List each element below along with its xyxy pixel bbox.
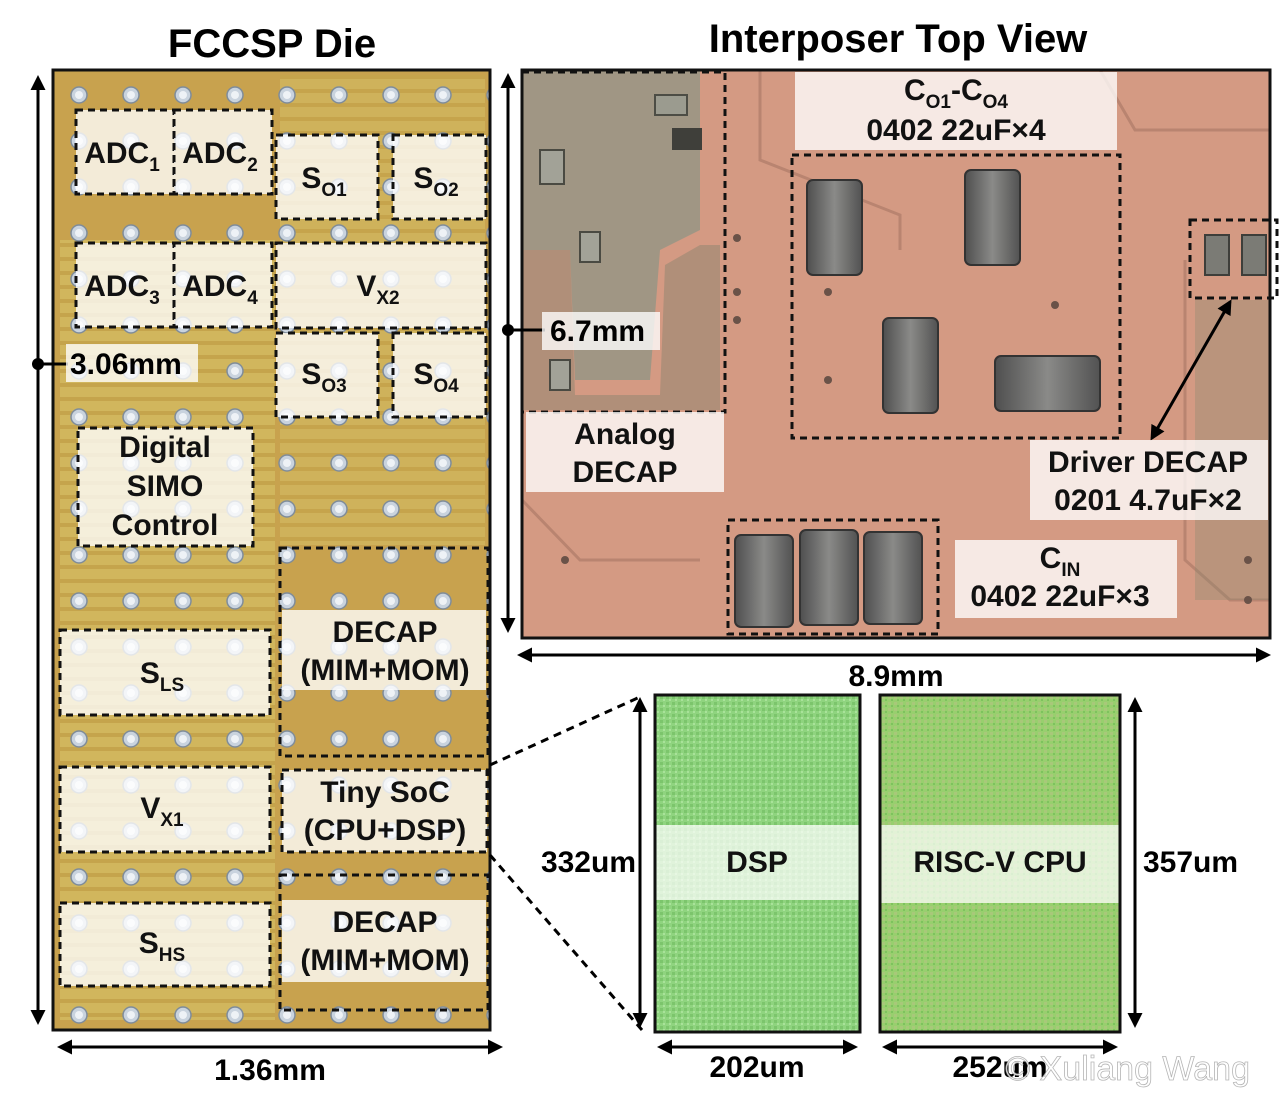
svg-text:VX2: VX2: [356, 270, 399, 309]
zoom-line-top: [489, 694, 643, 767]
driver-decap-region: [1188, 218, 1279, 300]
block-vx2: VX2: [274, 241, 488, 330]
adc2-label: ADC: [182, 137, 247, 170]
analog-line-1: Analog: [574, 418, 676, 451]
co-capacitor-region: [790, 153, 1122, 440]
svg-text:ADC2: ADC2: [182, 137, 258, 176]
svg-text:SO2: SO2: [413, 162, 458, 201]
block-so3: SO3: [274, 331, 380, 419]
adc1-label: ADC: [84, 137, 149, 170]
svg-text:SO3: SO3: [301, 358, 346, 397]
simo-line-2: SIMO: [127, 470, 204, 503]
block-adc4: ADC4: [172, 241, 274, 329]
svg-text:SHS: SHS: [139, 927, 185, 966]
vx1-label: V: [140, 792, 160, 825]
cpu-die: RISC-V CPU: [878, 693, 1122, 1034]
dsp-die: DSP: [653, 693, 862, 1034]
interposer-title: Interposer Top View: [709, 17, 1088, 61]
zoom-line-bottom: [488, 854, 644, 1031]
svg-text:SLS: SLS: [140, 657, 184, 696]
cin-label-line-1: CIN: [1040, 542, 1081, 581]
svg-text:ADC1: ADC1: [84, 137, 160, 176]
driver-line-1: Driver DECAP: [1048, 446, 1248, 479]
svg-text:ADC4: ADC4: [182, 270, 258, 309]
so2-label: S: [413, 162, 433, 195]
soc-line-1: Tiny SoC: [320, 776, 449, 809]
analog-line-2: DECAP: [572, 456, 677, 489]
cin-capacitor-region: [726, 518, 940, 636]
block-tiny-soc: Tiny SoC (CPU+DSP): [280, 768, 489, 854]
block-shs: SHS: [58, 901, 272, 988]
driver-decap-arrow: [1150, 299, 1232, 441]
block-vx1: VX1: [58, 765, 272, 854]
svg-text:SO1: SO1: [301, 162, 347, 201]
vx2-label: V: [356, 270, 376, 303]
block-decap-2: DECAP (MIM+MOM): [278, 873, 490, 1012]
analog-decap-region: [520, 70, 727, 414]
driver-line-2: 0201 4.7uF×2: [1054, 484, 1242, 517]
adc3-label: ADC: [84, 270, 149, 303]
block-so2: SO2: [391, 133, 488, 221]
adc4-label: ADC: [182, 270, 247, 303]
so3-label: S: [301, 358, 321, 391]
svg-text:SO4: SO4: [413, 358, 459, 397]
co-label-line-1: CO1-CO4: [904, 74, 1008, 113]
block-adc3: ADC3: [74, 241, 176, 329]
svg-text:VX1: VX1: [140, 792, 184, 831]
cpu-label: RISC-V CPU: [913, 846, 1086, 879]
sls-label: S: [140, 657, 160, 690]
die-height-label: 3.06mm: [70, 348, 182, 381]
decap1-line-2: (MIM+MOM): [300, 654, 469, 687]
block-decap-1: DECAP (MIM+MOM): [278, 546, 490, 758]
dsp-width-label: 202um: [709, 1051, 804, 1084]
die-width-label: 1.36mm: [214, 1054, 326, 1087]
block-sls: SLS: [58, 628, 272, 717]
die-title: FCCSP Die: [168, 22, 376, 66]
decap1-line-1: DECAP: [332, 616, 437, 649]
block-adc2: ADC2: [172, 108, 274, 196]
so1-label: S: [301, 162, 321, 195]
simo-line-1: Digital: [119, 431, 211, 464]
co-label-line-2: 0402 22uF×4: [866, 114, 1046, 147]
so4-label: S: [413, 358, 433, 391]
block-adc1: ADC1: [74, 108, 176, 196]
decap2-line-2: (MIM+MOM): [300, 944, 469, 977]
shs-label: S: [139, 927, 159, 960]
cin-label-line-2: 0402 22uF×3: [970, 580, 1149, 613]
cpu-height-label: 357um: [1143, 846, 1238, 879]
interposer-photo: [520, 68, 1272, 640]
block-so1: SO1: [274, 133, 380, 221]
dsp-label: DSP: [726, 846, 788, 879]
svg-text:ADC3: ADC3: [84, 270, 160, 309]
watermark: © Xuliang Wang: [1005, 1050, 1250, 1088]
interposer-height-label: 6.7mm: [550, 315, 645, 348]
interposer-width-label: 8.9mm: [848, 660, 943, 693]
simo-line-3: Control: [112, 509, 219, 542]
cpu-width-label: 252um: [952, 1051, 1047, 1084]
decap2-line-1: DECAP: [332, 906, 437, 939]
dsp-height-label: 332um: [541, 846, 636, 879]
block-simo-control: Digital SIMO Control: [76, 426, 255, 548]
block-so4: SO4: [391, 331, 488, 419]
soc-line-2: (CPU+DSP): [304, 814, 467, 847]
